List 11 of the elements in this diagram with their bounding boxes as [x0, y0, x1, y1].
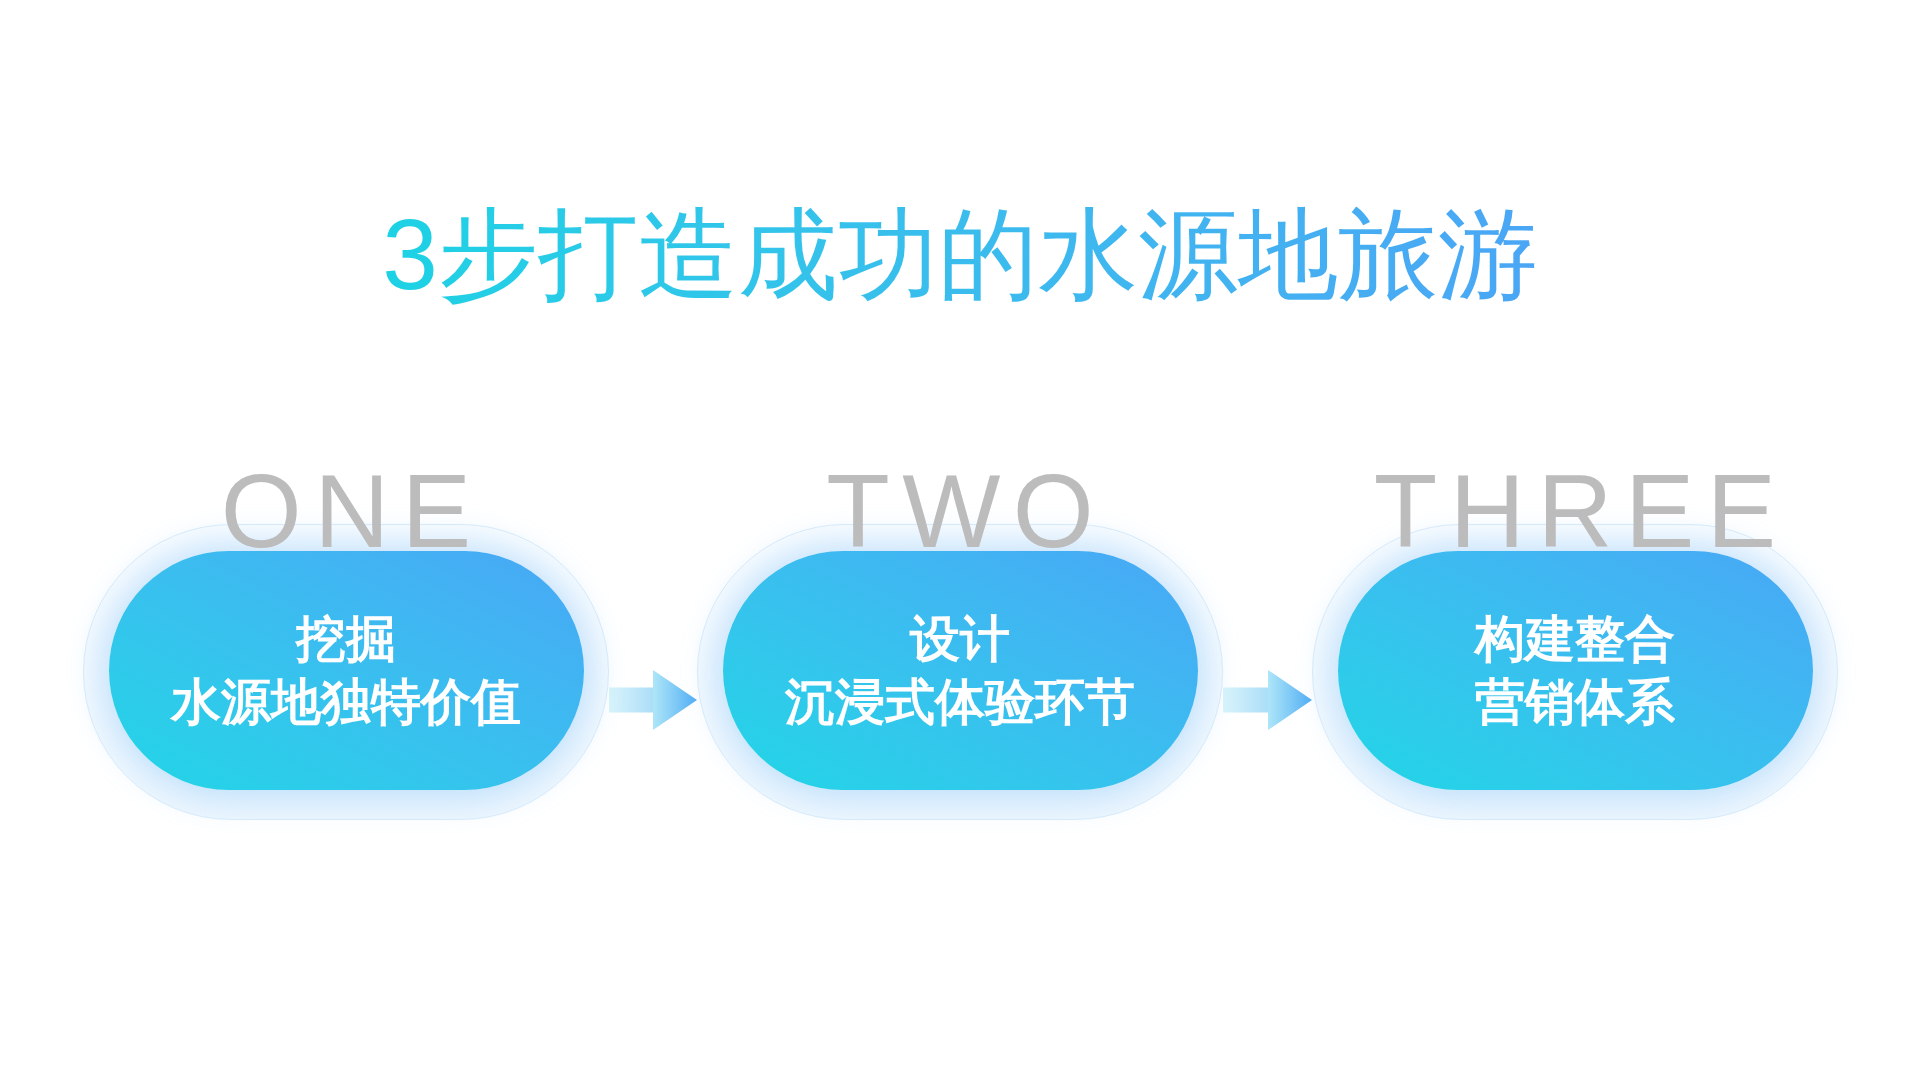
arrow	[609, 670, 697, 730]
step-text: 营销体系	[1475, 672, 1675, 732]
step-watermark-word: TWO	[825, 472, 1107, 550]
step-text: 水源地独特价值	[171, 672, 521, 732]
step-watermark-word: ONE	[219, 472, 484, 550]
step-text: 设计	[910, 609, 1010, 669]
step-text: 沉浸式体验环节	[785, 672, 1135, 732]
step-watermark-word: THREE	[1372, 472, 1789, 550]
step-text: 挖掘	[296, 609, 396, 669]
arrow	[1223, 670, 1312, 730]
step-text: 构建整合	[1475, 609, 1675, 669]
